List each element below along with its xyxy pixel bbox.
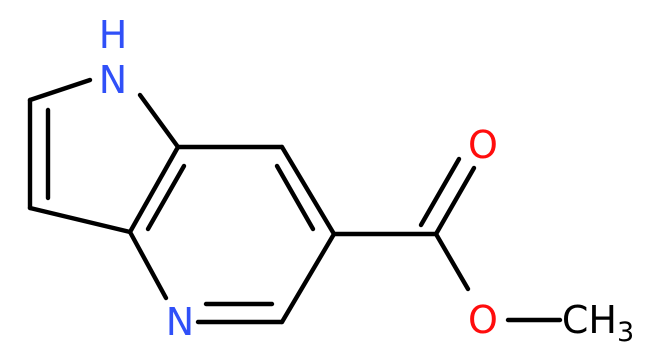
atom-n1-n: N [99,58,127,102]
bond-c6-c5 [279,231,337,325]
bond-c-o-single [433,231,471,292]
atom-methyl-ch: CH [562,298,617,342]
atom-o-ester-label: O [468,298,498,342]
bond-c-o-double-b [418,156,462,228]
bond-n4-c3a [127,229,169,301]
atom-o-carbonyl-label: O [468,123,498,167]
bond-n1-c2 [27,77,93,103]
bond-c3-c3a [27,205,133,235]
bond-c-o-double-a [433,165,477,237]
atom-n1-h: H [99,13,128,57]
bond-n1-c7a [137,92,181,150]
atom-n4-label: N [166,300,194,344]
bond-c3a-c7a-inner [145,163,187,232]
atom-methyl-subscript: 3 [617,317,634,348]
atom-labels: H N N O O CH3 [99,13,634,348]
bond-c3a-c7a-outer [127,144,181,235]
bonds [27,77,563,325]
atom-methyl-label: CH3 [562,298,634,348]
bond-c7-c6-inner [274,163,316,232]
bond-c7-c6-outer [279,144,337,237]
atom-n1-label: H [99,13,128,57]
